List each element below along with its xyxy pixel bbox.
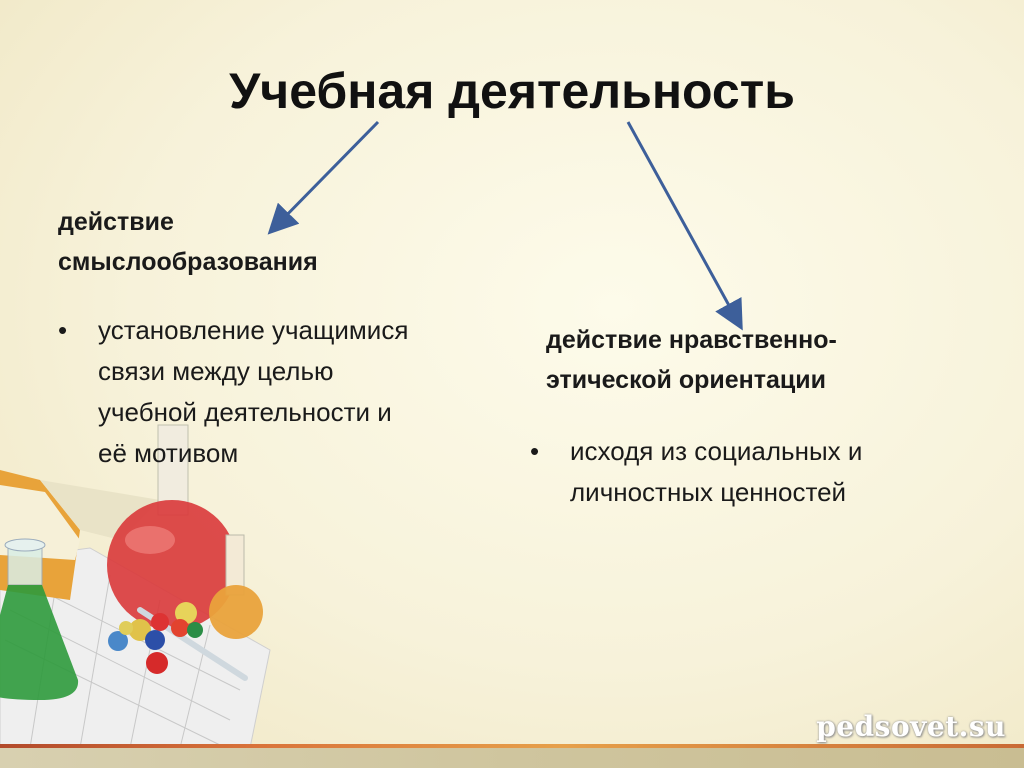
right-bullet: • исходя из социальных и личностных ценн… bbox=[530, 431, 863, 513]
right-heading: действие нравственно- этической ориентац… bbox=[546, 320, 837, 400]
red-flask bbox=[107, 424, 237, 630]
molecule-balls bbox=[108, 602, 203, 674]
left-heading-line-1: действие bbox=[58, 208, 174, 236]
right-bullet-line-1: исходя из социальных и bbox=[570, 436, 863, 466]
right-heading-line-2: этической ориентации bbox=[546, 366, 827, 394]
arrow-left bbox=[267, 120, 380, 235]
left-bullet-line-1: установление учащимися bbox=[98, 315, 409, 345]
green-flask bbox=[0, 538, 79, 700]
slide-title: Учебная деятельность bbox=[229, 63, 795, 119]
bullet-icon: • bbox=[530, 436, 540, 466]
left-heading: действие смыслообразования bbox=[58, 202, 318, 282]
left-heading-line-2: смыслообразования bbox=[58, 248, 318, 276]
bullet-icon: • bbox=[58, 315, 68, 345]
orange-flask bbox=[209, 534, 263, 639]
arrow-right bbox=[626, 121, 743, 331]
left-bullet-line-2: связи между целью bbox=[98, 356, 334, 386]
right-bullet-line-2: личностных ценностей bbox=[570, 477, 847, 507]
bottom-bar bbox=[0, 748, 1024, 768]
watermark: pedsovet.su bbox=[816, 710, 1006, 743]
right-heading-line-1: действие нравственно- bbox=[546, 326, 837, 354]
bottom-stripe bbox=[0, 744, 1024, 750]
left-bullet-line-4: её мотивом bbox=[98, 438, 239, 468]
left-bullet-line-3: учебной деятельности и bbox=[98, 397, 392, 427]
left-bullet: • установление учащимися связи между цел… bbox=[58, 310, 409, 474]
